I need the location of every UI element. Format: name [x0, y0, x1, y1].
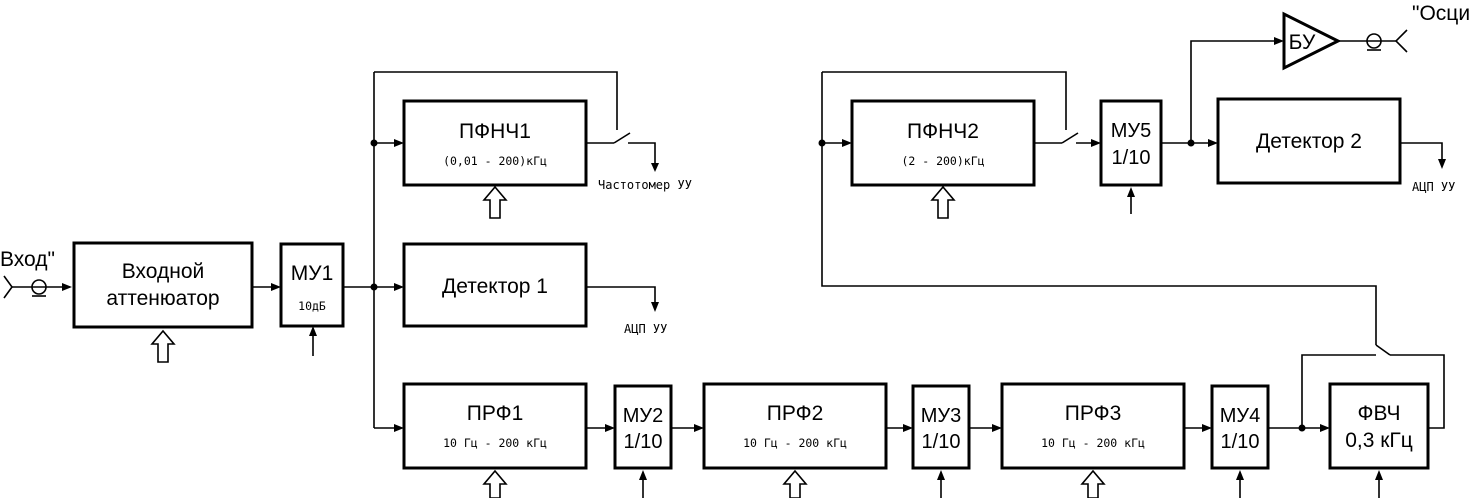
mu1-block: МУ1 10дБ: [279, 242, 345, 328]
adc1-output-arrow-icon: [586, 286, 659, 312]
attenuator-control-arrow-icon: [150, 329, 176, 363]
input-label: Вход": [0, 248, 55, 271]
lpf1-output-switch-icon: [586, 132, 659, 172]
mu3-ratio: 1/10: [922, 431, 961, 453]
mu5-name: МУ5: [1111, 120, 1152, 142]
adc2-label: АЦП УУ: [1412, 180, 1455, 194]
mu2-block: МУ2 1/10: [613, 384, 673, 470]
bpf3-range: 10 Гц - 200 кГц: [1041, 436, 1145, 450]
attenuator-label-2: аттенюатор: [106, 287, 219, 310]
mu4-name: МУ4: [1220, 405, 1261, 427]
bpf3-name: ПРФ3: [1065, 402, 1122, 425]
adc1-label: АЦП УУ: [624, 322, 667, 336]
hpf-freq: 0,3 кГц: [1345, 429, 1413, 452]
bpf1-range: 10 Гц - 200 кГц: [443, 436, 547, 450]
freq-meter-label: Частотомер УУ: [598, 178, 692, 192]
mu3-block: МУ3 1/10: [911, 384, 971, 470]
mu3-control-arrow-icon: [937, 470, 945, 498]
mu1-name: МУ1: [291, 262, 334, 285]
lpf2-name: ПФНЧ2: [907, 120, 979, 143]
bpf2-range: 10 Гц - 200 кГц: [743, 436, 847, 450]
lpf1-control-arrow-icon: [482, 185, 508, 219]
hpf-control-arrow-icon: [1375, 470, 1383, 498]
attenuator-label-1: Входной: [122, 260, 205, 283]
bpf3-control-arrow-icon: [1080, 469, 1106, 498]
mu2-control-arrow-icon: [639, 470, 647, 498]
mu1-control-arrow-icon: [309, 326, 317, 356]
lpf1-range: (0,01 - 200)кГц: [443, 154, 547, 168]
mu5-block: МУ5 1/10: [1099, 99, 1163, 187]
lpf2-control-arrow-icon: [930, 185, 956, 219]
mu1-sub: 10дБ: [298, 299, 326, 313]
mu2-ratio: 1/10: [624, 431, 663, 453]
bpf2-name: ПРФ2: [767, 402, 824, 425]
mu4-ratio: 1/10: [1221, 431, 1260, 453]
bpf1-name: ПРФ1: [467, 402, 524, 425]
mu2-name: МУ2: [623, 405, 664, 427]
output-connector-icon: [1338, 29, 1408, 53]
bpf1-control-arrow-icon: [482, 469, 508, 498]
hpf-name: ФВЧ: [1357, 402, 1400, 425]
output-label: "Осцилл": [1412, 2, 1470, 25]
adc2-output-arrow-icon: [1400, 142, 1446, 169]
hpf-block: ФВЧ 0,3 кГц: [1328, 382, 1430, 470]
input-connector-icon: [3, 275, 72, 299]
bpf1-block: ПРФ1 10 Гц - 200 кГц: [402, 382, 588, 470]
mu4-block: МУ4 1/10: [1210, 384, 1270, 470]
bpf3-block: ПРФ3 10 Гц - 200 кГц: [1000, 382, 1186, 470]
detector1-name: Детектор 1: [442, 275, 548, 298]
detector1-block: Детектор 1: [402, 242, 588, 328]
bpf2-control-arrow-icon: [782, 469, 808, 498]
bpf2-block: ПРФ2 10 Гц - 200 кГц: [702, 382, 888, 470]
buffer-amplifier-block: БУ: [1282, 11, 1342, 71]
attenuator-block: Входной аттенюатор: [72, 241, 254, 329]
lpf2-block: ПФНЧ2 (2 - 200)кГц: [850, 99, 1036, 187]
lpf1-name: ПФНЧ1: [459, 120, 531, 143]
buffer-name: БУ: [1289, 31, 1316, 54]
mu5-control-arrow-icon: [1127, 187, 1135, 214]
mu4-control-arrow-icon: [1236, 470, 1244, 498]
detector2-name: Детектор 2: [1256, 130, 1362, 153]
lpf1-block: ПФНЧ1 (0,01 - 200)кГц: [402, 99, 588, 187]
mu3-name: МУ3: [921, 405, 962, 427]
detector2-block: Детектор 2: [1216, 97, 1402, 185]
mu5-ratio: 1/10: [1112, 147, 1151, 169]
lpf2-output-switch-icon: [1034, 132, 1101, 147]
lpf2-range: (2 - 200)кГц: [901, 154, 984, 168]
